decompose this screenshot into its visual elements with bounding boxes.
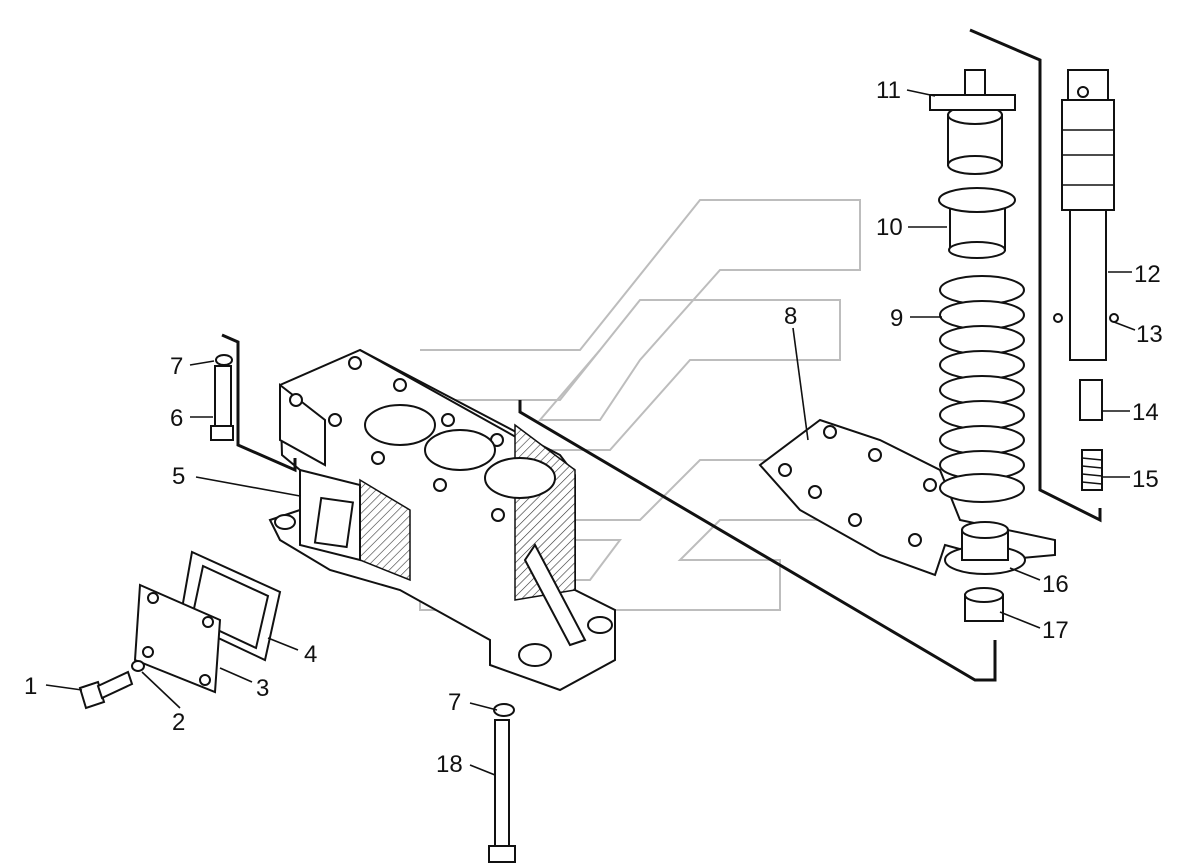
stud-part-6 [210, 365, 234, 441]
callout-9: 9 [890, 305, 903, 332]
assembly-line-6 [221, 333, 297, 473]
washer-part-7a [215, 354, 233, 366]
callout-17: 17 [1042, 617, 1069, 644]
callout-14: 14 [1132, 399, 1159, 426]
callout-7a: 7 [170, 353, 183, 380]
gasket-part-4 [178, 550, 282, 662]
spring-part-9 [939, 275, 1025, 503]
callout-labels: 1 2 3 4 5 6 7 7 8 9 10 11 12 13 14 15 16… [24, 77, 1163, 778]
callout-15: 15 [1132, 466, 1159, 493]
callout-4: 4 [304, 641, 317, 668]
nut-part-17 [964, 587, 1004, 622]
housing-body [268, 348, 616, 692]
sleeve-part-11 [929, 69, 1016, 175]
callout-12: 12 [1134, 261, 1161, 288]
assembly-line-center [518, 400, 997, 682]
leader-lines [45, 89, 1136, 776]
callout-18: 18 [436, 751, 463, 778]
washer-part-2 [131, 660, 145, 672]
callout-13: 13 [1136, 321, 1163, 348]
callout-1: 1 [24, 673, 37, 700]
pin-part-13b [1109, 313, 1119, 323]
callout-16: 16 [1042, 571, 1069, 598]
long-bolt-part-18 [488, 719, 516, 863]
spring-seat-part-10 [938, 187, 1016, 259]
small-spring-part-15 [1081, 449, 1103, 491]
callout-7b: 7 [448, 689, 461, 716]
plunger-part-12 [1061, 69, 1115, 361]
callout-5: 5 [172, 463, 185, 490]
callout-2: 2 [172, 709, 185, 736]
spring-plate-part-16 [944, 521, 1026, 575]
callout-6: 6 [170, 405, 183, 432]
insert-part-14 [1079, 379, 1103, 421]
assembly-line-right [969, 28, 1102, 523]
bolt-part-1 [78, 670, 134, 710]
callout-10: 10 [876, 214, 903, 241]
callout-8: 8 [784, 303, 797, 330]
pin-part-13a [1053, 313, 1063, 323]
callout-3: 3 [256, 675, 269, 702]
cover-plate-part-3 [133, 583, 222, 694]
callout-11: 11 [876, 77, 901, 104]
